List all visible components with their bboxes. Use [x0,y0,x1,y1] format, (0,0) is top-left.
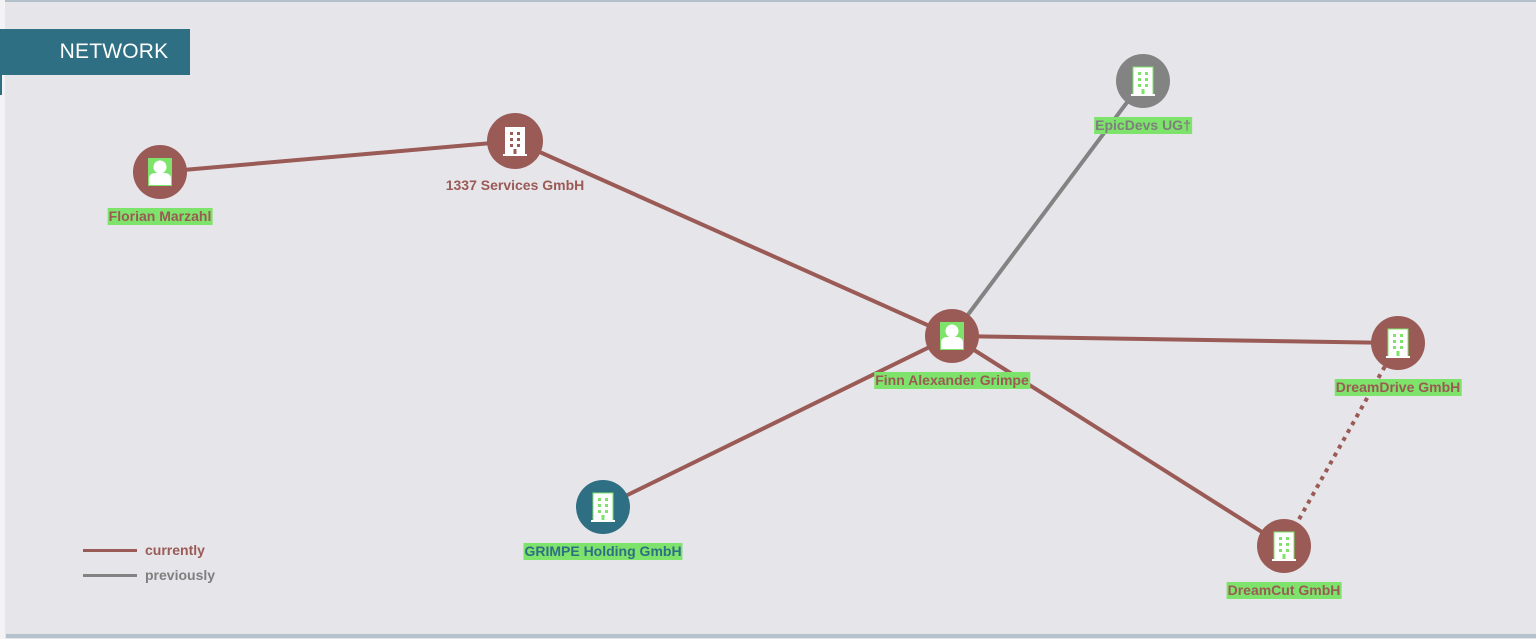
legend-line-currently [83,548,137,552]
node-grimpe-holding-gmbh[interactable] [576,480,630,534]
building-icon [1130,66,1156,97]
node-label-florian-marzahl[interactable]: Florian Marzahl [107,208,213,225]
edge-dreamdrive-dreamcut-dotted[interactable] [1282,342,1400,547]
node-epicdevs-ug[interactable] [1116,54,1170,108]
panel-title: NETWORK [0,29,190,75]
node-1337-services-gmbh[interactable] [487,113,543,169]
legend-item-previously: previously [83,567,215,583]
edge-finn-grimpeholding[interactable] [602,334,953,509]
node-dreamcut-gmbh[interactable] [1257,519,1311,573]
building-icon [590,492,616,523]
legend-line-previously [83,573,137,577]
building-icon [1271,531,1297,562]
node-label-finn-alexander-grimpe[interactable]: Finn Alexander Grimpe [874,372,1030,389]
building-icon [503,127,527,156]
node-label-grimpe-holding-gmbh[interactable]: GRIMPE Holding GmbH [523,543,683,560]
node-label-1337-services-gmbh[interactable]: 1337 Services GmbH [445,177,585,193]
edge-1337services-finn[interactable] [514,139,953,338]
edge-finn-dreamcut[interactable] [950,334,1286,548]
person-icon [940,322,964,350]
node-label-dreamcut-gmbh[interactable]: DreamCut GmbH [1226,582,1342,599]
panel-title-accent [0,75,2,95]
left-edge [0,0,5,639]
building-icon [1385,328,1411,359]
node-label-epicdevs-ug[interactable]: EpicDevs UG† [1094,117,1192,134]
legend-item-currently: currently [83,542,205,558]
edge-florian-1337services[interactable] [159,139,516,174]
graph-edges [159,79,1400,548]
edge-finn-dreamdrive[interactable] [951,334,1399,345]
legend-label-previously: previously [145,567,216,583]
panel-bottom-border [6,634,1536,638]
node-florian-marzahl[interactable] [133,145,187,199]
node-label-dreamdrive-gmbh[interactable]: DreamDrive GmbH [1334,379,1462,396]
person-icon [148,158,172,186]
legend-label-currently: currently [145,542,205,558]
node-finn-alexander-grimpe[interactable] [925,309,979,363]
node-dreamdrive-gmbh[interactable] [1371,316,1425,370]
